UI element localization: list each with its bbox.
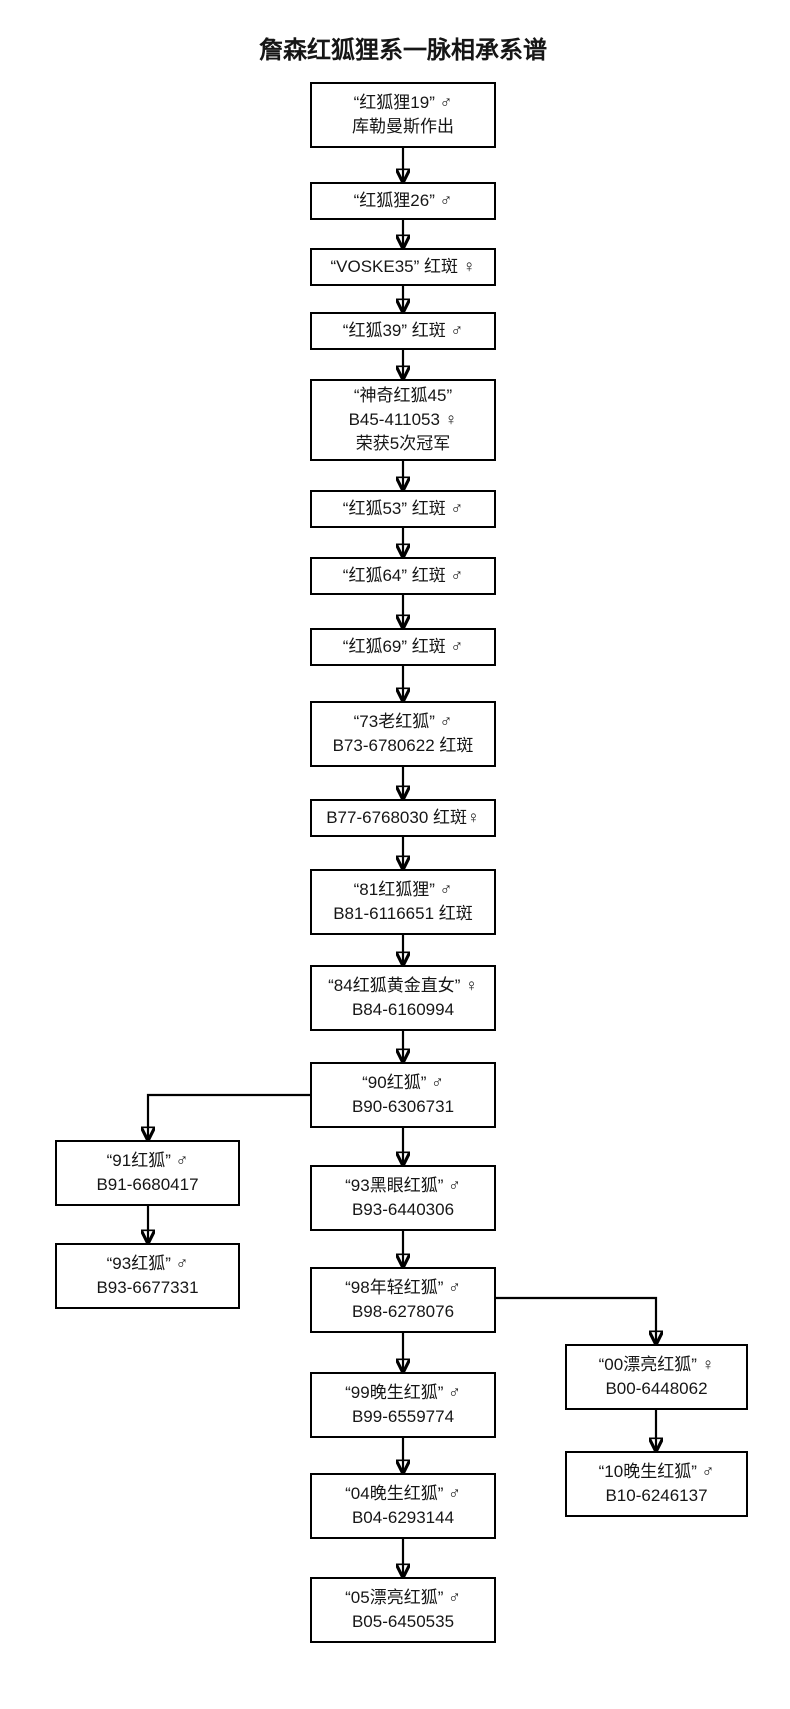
node-text-line: “00漂亮红狐” ♀: [598, 1355, 715, 1374]
node-text-line: “红狐狸19” ♂: [353, 93, 453, 112]
node-text-line: “04晚生红狐” ♂: [345, 1484, 461, 1503]
node-pretty-red-fox-00: “00漂亮红狐” ♀ B00-6448062: [565, 1344, 748, 1410]
node-text-line: “93红狐” ♂: [106, 1254, 189, 1273]
node-text-line: B90-6306731: [351, 1097, 455, 1116]
node-text-line: “神奇红狐45”: [353, 386, 453, 405]
node-late-red-fox-04: “04晚生红狐” ♂ B04-6293144: [310, 1473, 496, 1539]
node-text-line: B45-411053 ♀: [348, 410, 458, 429]
node-text-line: B05-6450535: [351, 1612, 455, 1631]
page-title: 詹森红狐狸系一脉相承系谱: [259, 37, 547, 64]
node-text-line: “91红狐” ♂: [106, 1151, 189, 1170]
node-text-line: B93-6677331: [96, 1278, 199, 1297]
node-late-red-fox-99: “99晚生红狐” ♂ B99-6559774: [310, 1372, 496, 1438]
node-red-fox-81: “81红狐狸” ♂ B81-6116651 红斑: [310, 869, 496, 935]
node-dark-eyed-red-fox-93: “93黑眼红狐” ♂ B93-6440306: [310, 1165, 496, 1231]
node-red-fox-64: “红狐64” 红斑 ♂: [310, 557, 496, 595]
node-text-line: B93-6440306: [351, 1200, 455, 1219]
node-b77-hen: B77-6768030 红斑♀: [310, 799, 496, 837]
node-text-line: “10晚生红狐” ♂: [598, 1462, 715, 1481]
node-text-line: “05漂亮红狐” ♂: [345, 1588, 461, 1607]
node-text-line: B98-6278076: [351, 1302, 455, 1321]
node-red-fox-19: “红狐狸19” ♂ 库勒曼斯作出: [310, 82, 496, 148]
node-young-red-fox-98: “98年轻红狐” ♂ B98-6278076: [310, 1267, 496, 1333]
node-red-fox-93: “93红狐” ♂ B93-6677331: [55, 1243, 240, 1309]
node-text-line: B73-6780622 红斑: [332, 736, 474, 755]
node-text-line: B84-6160994: [351, 1000, 455, 1019]
node-voske-35: “VOSKE35” 红斑 ♀: [310, 248, 496, 286]
node-text-line: “84红狐黄金直女” ♀: [328, 976, 478, 995]
node-text-line: B04-6293144: [351, 1508, 455, 1527]
node-text-line: “93黑眼红狐” ♂: [345, 1176, 461, 1195]
node-red-fox-90: “90红狐” ♂ B90-6306731: [310, 1062, 496, 1128]
node-text-line: B81-6116651 红斑: [333, 904, 473, 923]
node-text-line: “98年轻红狐” ♂: [345, 1278, 461, 1297]
node-red-fox-39: “红狐39” 红斑 ♂: [310, 312, 496, 350]
node-text-line: “红狐69” 红斑 ♂: [342, 637, 464, 656]
node-text-line: “73老红狐” ♂: [353, 712, 453, 731]
node-pretty-red-fox-05: “05漂亮红狐” ♂ B05-6450535: [310, 1577, 496, 1643]
node-text-line: “81红狐狸” ♂: [353, 880, 453, 899]
node-text-line: “99晚生红狐” ♂: [345, 1383, 461, 1402]
node-old-red-fox-73: “73老红狐” ♂ B73-6780622 红斑: [310, 701, 496, 767]
node-text-line: B00-6448062: [605, 1379, 708, 1398]
node-text-line: B77-6768030 红斑♀: [326, 808, 480, 827]
node-red-fox-53: “红狐53” 红斑 ♂: [310, 490, 496, 528]
node-text-line: B10-6246137: [605, 1486, 708, 1505]
node-red-fox-91: “91红狐” ♂ B91-6680417: [55, 1140, 240, 1206]
node-golden-daughter-84: “84红狐黄金直女” ♀ B84-6160994: [310, 965, 496, 1031]
node-magic-red-fox-45: “神奇红狐45” B45-411053 ♀ 荣获5次冠军: [310, 379, 496, 461]
node-text-line: “红狐39” 红斑 ♂: [342, 321, 464, 340]
node-red-fox-26: “红狐狸26” ♂: [310, 182, 496, 220]
node-late-red-fox-10: “10晚生红狐” ♂ B10-6246137: [565, 1451, 748, 1517]
node-text-line: “红狐64” 红斑 ♂: [342, 566, 464, 585]
node-text-line: “90红狐” ♂: [362, 1073, 444, 1092]
node-text-line: “VOSKE35” 红斑 ♀: [330, 257, 476, 276]
node-text-line: “红狐53” 红斑 ♂: [342, 499, 464, 518]
node-red-fox-69: “红狐69” 红斑 ♂: [310, 628, 496, 666]
node-text-line: B91-6680417: [96, 1175, 199, 1194]
node-text-line: 荣获5次冠军: [355, 434, 451, 453]
node-text-line: 库勒曼斯作出: [352, 117, 454, 136]
node-text-line: B99-6559774: [351, 1407, 455, 1426]
node-text-line: “红狐狸26” ♂: [353, 191, 453, 210]
